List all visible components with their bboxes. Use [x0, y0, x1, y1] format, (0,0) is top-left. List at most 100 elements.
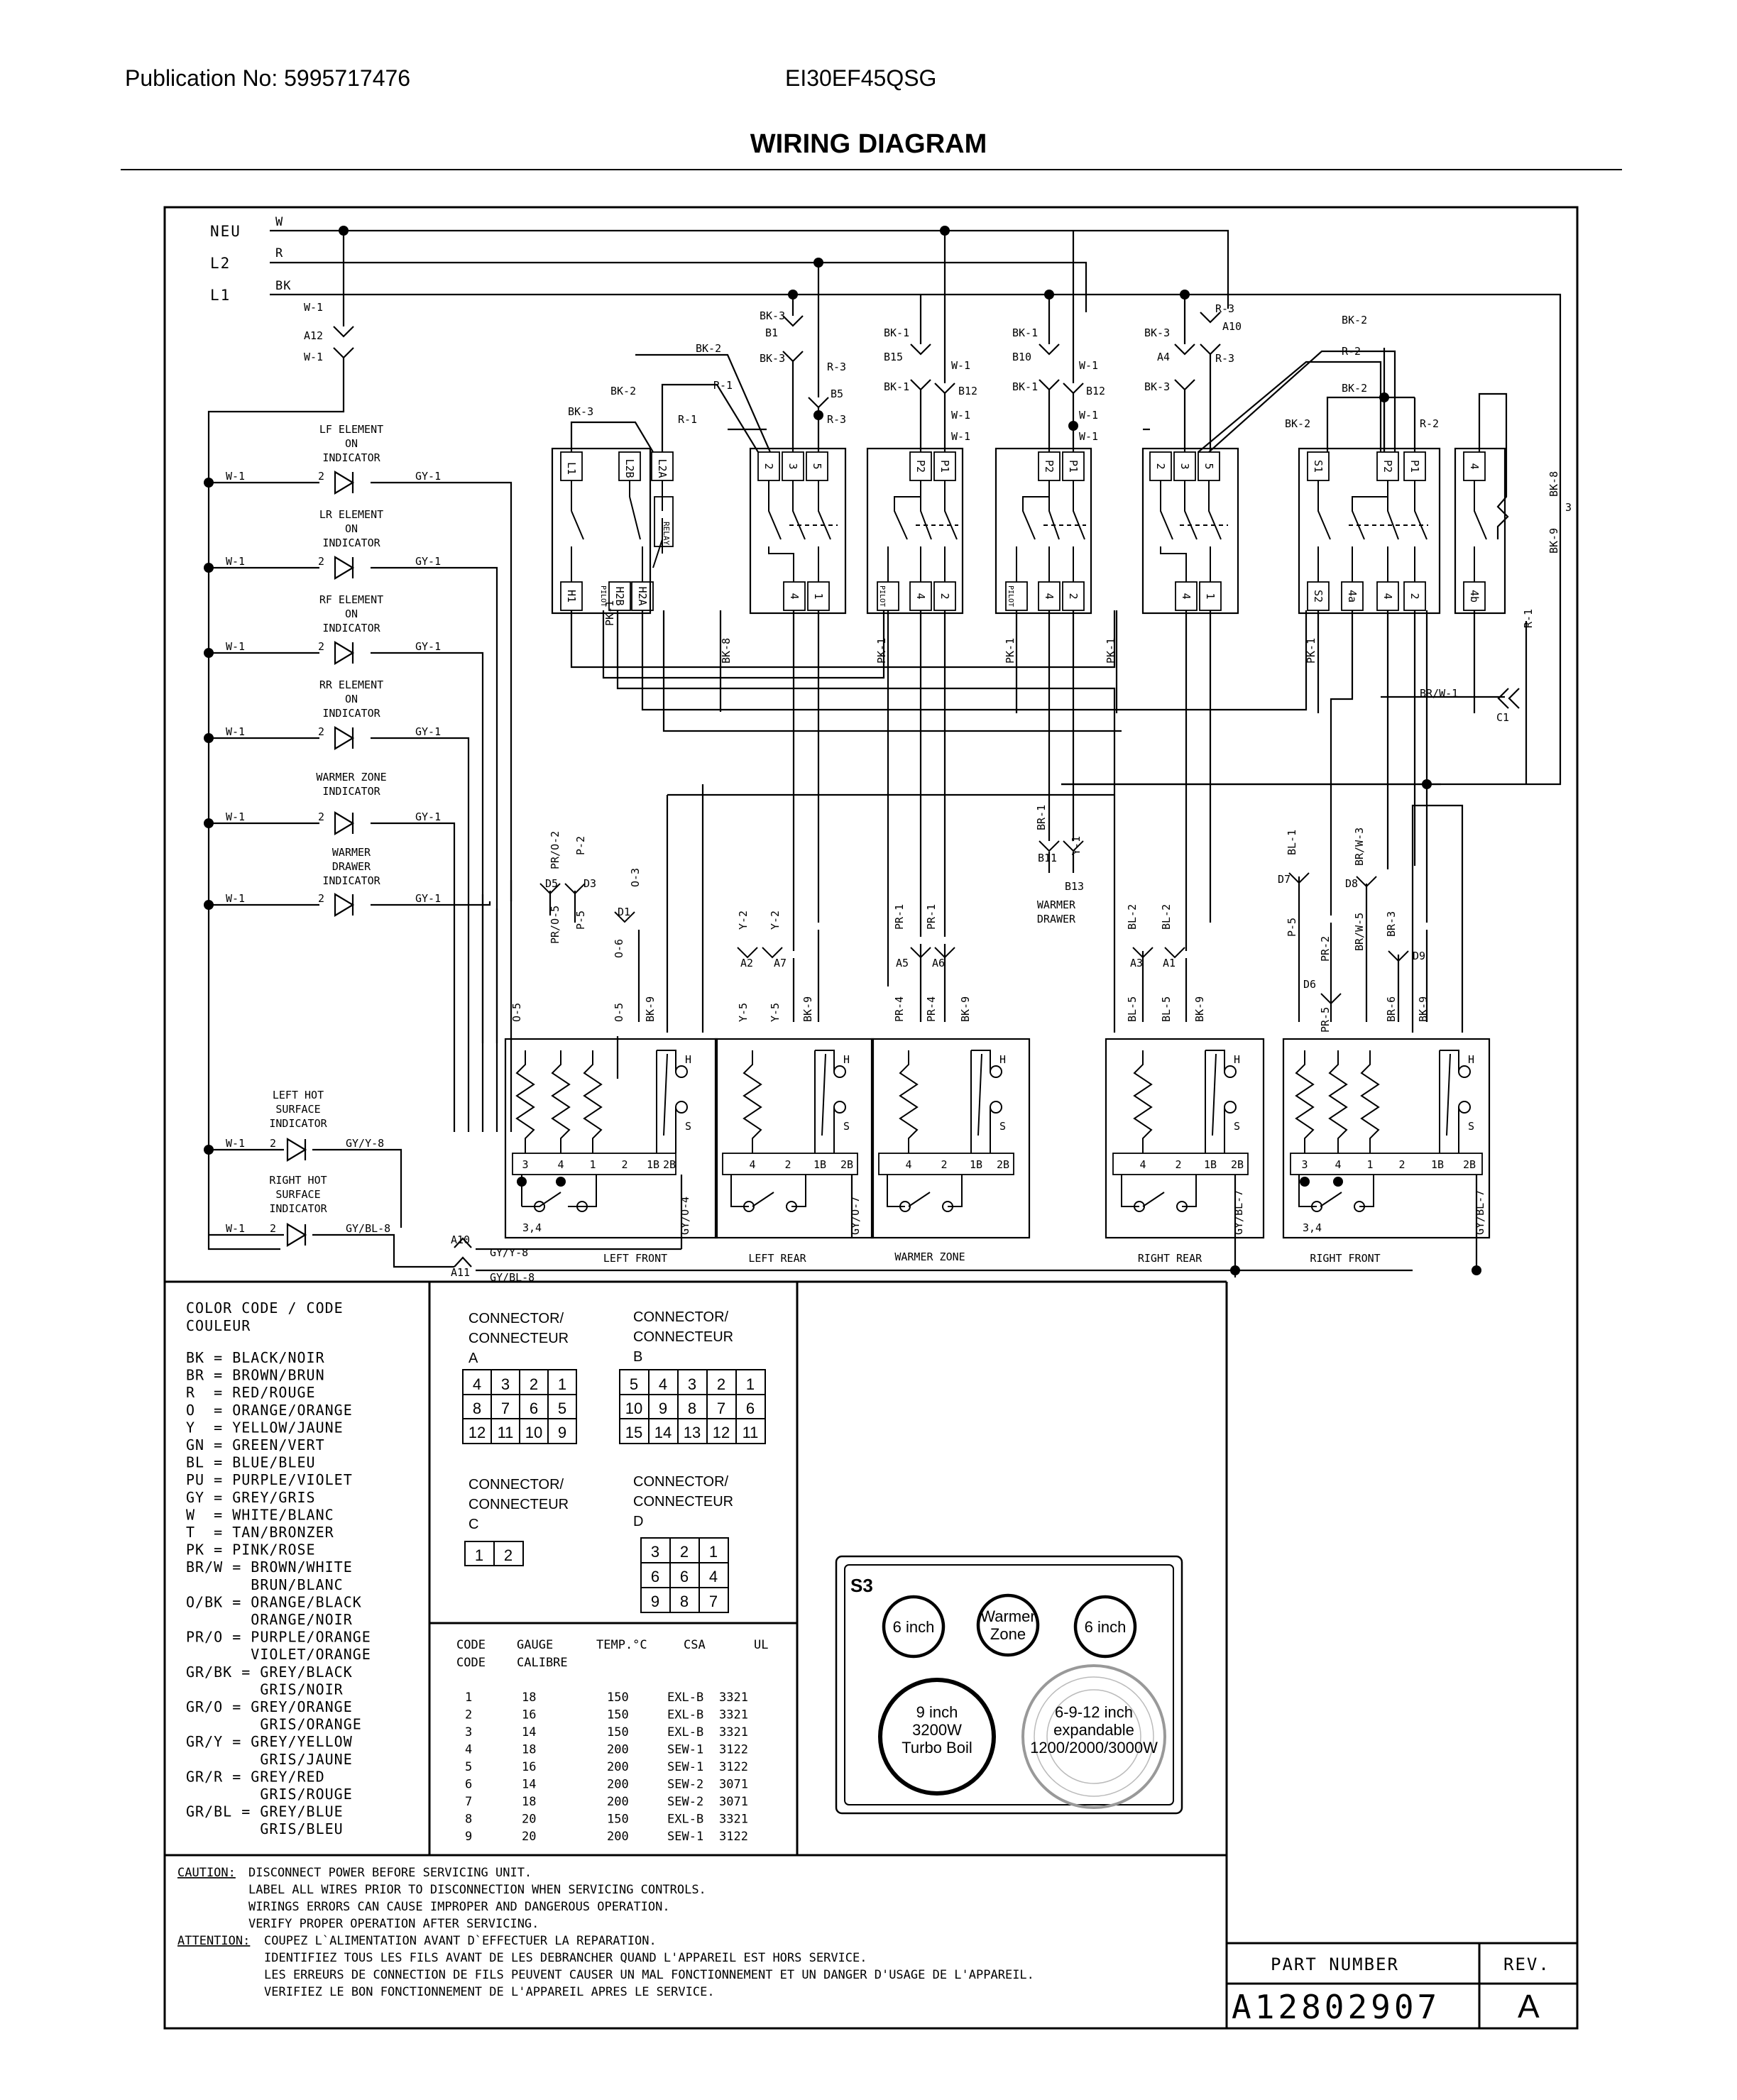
pin: 15: [625, 1424, 642, 1441]
pilot-label: PILOT: [1007, 586, 1014, 607]
pin: 12: [469, 1424, 486, 1441]
pin: 9: [659, 1400, 667, 1417]
pin: 3: [651, 1543, 659, 1561]
pin: 13: [684, 1424, 701, 1441]
connector-label: D7: [1278, 873, 1291, 886]
table-cell: 3321: [719, 1691, 748, 1705]
hs-label: S: [1468, 1120, 1474, 1133]
color-code-row: BRUN/BLANC: [186, 1576, 344, 1593]
table-cell: EXL-B: [667, 1691, 703, 1705]
warmer-drawer-led: [334, 893, 355, 917]
model-number: EI30EF45QSG: [785, 65, 937, 91]
wire-label: O-3: [629, 868, 642, 887]
indicator-lf-line1: LF ELEMENT: [319, 423, 383, 436]
left-hot-line1: LEFT HOT: [273, 1089, 324, 1101]
terminal-label: P2: [1381, 460, 1394, 473]
terminal-label: 4: [1468, 463, 1481, 469]
element-terminal: 2B: [997, 1158, 1009, 1171]
switch-lf: [551, 447, 652, 615]
color-code-title: COULEUR: [186, 1317, 251, 1334]
connector-label: D1: [618, 906, 630, 918]
table-cell: 3321: [719, 1725, 748, 1739]
wire-label: BK-9: [801, 996, 814, 1022]
connector-label: D9: [1413, 950, 1425, 962]
wire-label: PK-1: [1305, 638, 1317, 664]
table-header: UL: [754, 1638, 768, 1652]
wire-label: BK-8: [1547, 471, 1560, 497]
wire-label: Y-2: [737, 911, 750, 930]
pin: 8: [680, 1593, 689, 1610]
indicator-rr-line3: INDICATOR: [322, 707, 380, 720]
color-code-row: GRIS/JAUNE: [186, 1751, 353, 1768]
caution-line: LABEL ALL WIRES PRIOR TO DISCONNECTION W…: [248, 1883, 706, 1897]
element-terminal: 4: [1335, 1158, 1341, 1171]
warmer-zone-led: [334, 811, 355, 835]
attention-label: ATTENTION:: [177, 1934, 250, 1948]
wire-label: W-1: [226, 470, 245, 483]
table-cell: 6: [465, 1778, 472, 1792]
color-code-row: T = TAN/BRONZER: [186, 1524, 334, 1541]
hs-label: S: [685, 1120, 691, 1133]
element-right-rear: [1105, 1038, 1265, 1239]
connector-b-grid: [619, 1369, 766, 1444]
hs-label: H: [1234, 1053, 1240, 1066]
wire-label: PK-1: [875, 638, 888, 664]
pin-label: 2: [318, 725, 324, 738]
bus-w-label: W: [275, 215, 283, 229]
burner-6inch-right: [1073, 1595, 1137, 1659]
wire-label: Y-1: [1070, 836, 1083, 855]
attention-line: IDENTIFIEZ TOUS LES FILS AVANT DE LES DE…: [264, 1951, 867, 1965]
wire-label: W-1: [951, 409, 970, 422]
wire-label: BR-1: [1035, 805, 1048, 830]
element-terminal: 4: [749, 1158, 755, 1171]
element-name-left-rear: LEFT REAR: [748, 1252, 806, 1265]
indicator-lr-line1: LR ELEMENT: [319, 508, 383, 521]
terminal-label: P1: [1067, 460, 1080, 473]
table-cell: SEW-1: [667, 1743, 703, 1757]
connector-label: D6: [1303, 978, 1316, 991]
terminal-label: 4: [1043, 593, 1056, 599]
terminal-label: 2: [1154, 463, 1167, 469]
table-cell: 3: [465, 1725, 472, 1739]
connector-label: B1: [765, 326, 778, 339]
wire-label: BK-2: [610, 385, 636, 397]
pin: 10: [625, 1400, 642, 1417]
wire-label: PR/O-5: [549, 906, 561, 944]
pin: 6: [530, 1400, 538, 1417]
pilot-label: PILOT: [878, 586, 886, 607]
connector-b-label: CONNECTEUR: [633, 1329, 733, 1345]
color-code-row: GRIS/NOIR: [186, 1681, 344, 1698]
pin-label: 2: [318, 892, 324, 905]
connector-label: 3: [1565, 501, 1572, 514]
table-cell: SEW-1: [667, 1830, 703, 1844]
table-cell: 7: [465, 1795, 472, 1809]
bus-l1-label: L1: [210, 287, 231, 304]
rf-indicator-led: [334, 641, 355, 665]
element-left-front: [504, 1038, 718, 1239]
pin: 9: [558, 1424, 566, 1441]
element-terminal: 1B: [1431, 1158, 1444, 1171]
switch-warmer-drawer: [994, 447, 1092, 615]
caution-label: CAUTION:: [177, 1866, 236, 1880]
table-cell: 200: [607, 1795, 629, 1809]
burner-label: 6 inch: [1085, 1618, 1127, 1636]
wire-label: BK-2: [1285, 417, 1310, 430]
color-code-title: COLOR CODE / CODE: [186, 1299, 344, 1316]
color-code-row: O = ORANGE/ORANGE: [186, 1402, 353, 1419]
wire-label: BR/W-1: [1420, 687, 1458, 700]
wire-label: BK-3: [1144, 380, 1170, 393]
pin: 6: [680, 1568, 689, 1585]
wire-label: BK-1: [1012, 380, 1038, 393]
wire-label: BK-2: [1342, 314, 1367, 326]
table-cell: 8: [465, 1813, 472, 1827]
hs-label: S: [843, 1120, 850, 1133]
table-cell: 150: [607, 1813, 629, 1827]
connector-label: A10: [1222, 320, 1242, 333]
wire-label: W-1: [1079, 430, 1098, 443]
indicator-lf-line2: ON: [345, 437, 358, 450]
lr-indicator-led: [334, 556, 355, 580]
wire-label: Y-2: [769, 911, 782, 930]
wire-label: W-1: [1079, 409, 1098, 422]
element-terminal: 3: [1301, 1158, 1308, 1171]
table-cell: 3071: [719, 1795, 748, 1809]
